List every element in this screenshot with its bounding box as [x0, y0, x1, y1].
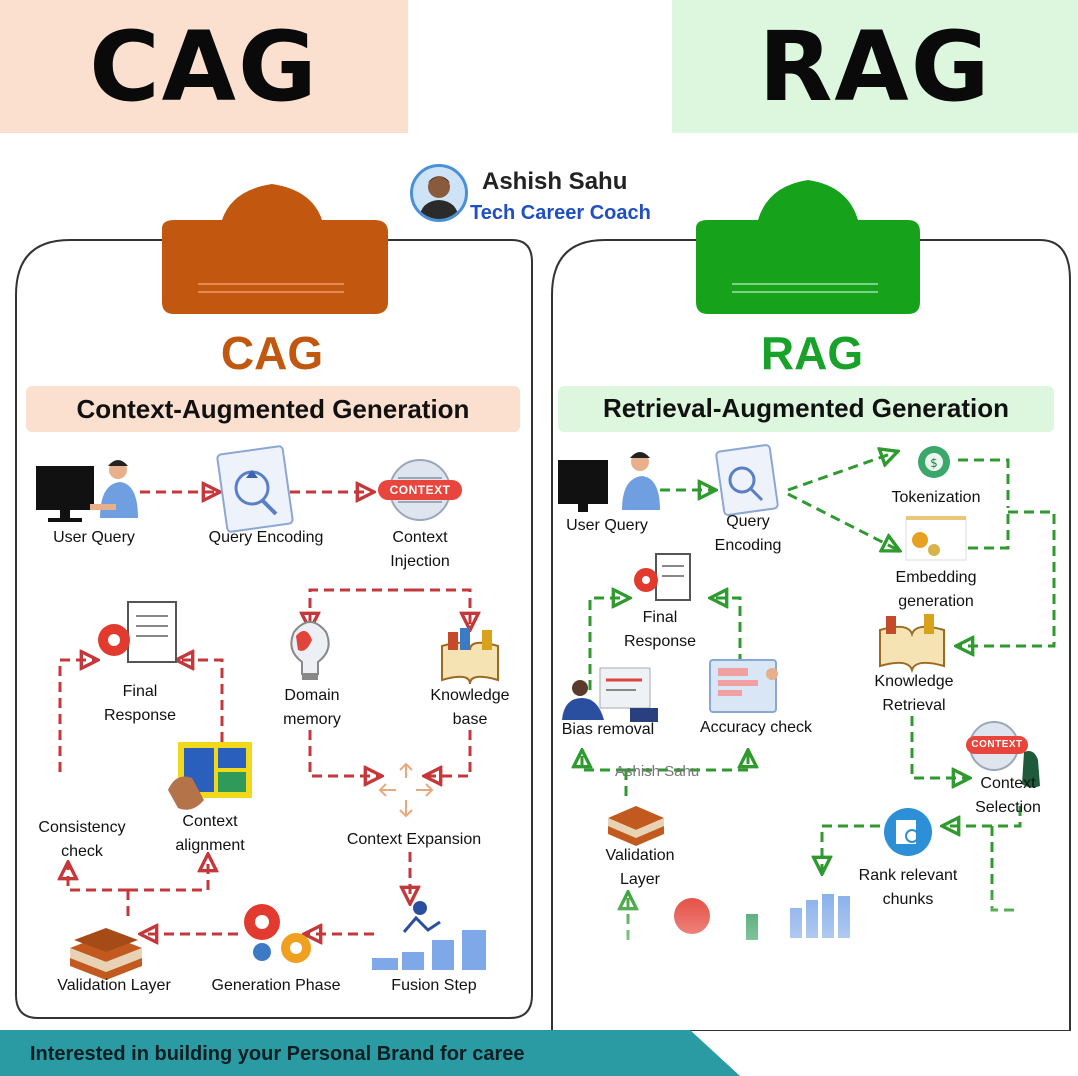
cag-header: CAG	[0, 0, 408, 133]
cag-label-knowledge-base: Knowledge base	[430, 687, 510, 728]
rag-label-context-selection: Context Selection	[975, 775, 1041, 816]
cag-label-fusion-step: Fusion Step	[391, 977, 477, 994]
rag-label-final-response: Final Response	[623, 609, 697, 650]
rag-context-badge: CONTEXT	[966, 736, 1028, 754]
cag-label-context-alignment: Context alignment	[175, 813, 245, 854]
cag-domain-memory-icon	[290, 621, 330, 680]
cag-label-query-encoding: Query Encoding	[208, 529, 324, 546]
cag-clipboard-outline	[15, 239, 533, 1019]
rag-label-accuracy-check: Accuracy check	[699, 719, 813, 736]
rag-label-rank-relevant-chunks: Rank relevant chunks	[858, 867, 958, 908]
banner-text[interactable]: Interested in building your Personal Bra…	[30, 1043, 525, 1065]
cag-context-badge: CONTEXT	[378, 480, 462, 500]
rag-label-tokenization: Tokenization	[891, 489, 981, 506]
cag-context-expansion-icon	[378, 762, 434, 818]
cag-validation-layer-icon	[70, 928, 142, 980]
cag-label-context-expansion: Context Expansion	[346, 831, 482, 848]
rag-user-computer-icon	[558, 452, 660, 512]
cag-final-response-icon	[98, 601, 177, 663]
bottom-banner	[0, 1030, 740, 1076]
cag-subtitle: Context-Augmented Generation	[76, 394, 470, 424]
rag-label-bias-removal: Bias removal	[561, 721, 655, 738]
avatar	[410, 164, 468, 222]
rag-panel-title: RAG	[760, 327, 864, 379]
rag-bias-removal-icon	[562, 667, 658, 722]
cag-label-consistency-check: Consistency check	[38, 819, 126, 860]
cag-knowledge-base-icon	[441, 628, 499, 685]
watermark: Ashish Sahu	[615, 763, 700, 780]
cag-fusion-step-icon	[372, 901, 486, 970]
cag-label-final-response: Final Response	[103, 683, 177, 724]
rag-clip	[696, 180, 920, 314]
rag-tokenization-icon: $	[918, 446, 950, 478]
rag-subtitle: Retrieval-Augmented Generation	[603, 393, 1009, 423]
rag-validation-layer-icon	[608, 806, 664, 846]
cag-label-user-query: User Query	[53, 529, 135, 546]
cag-panel-title: CAG	[220, 327, 324, 379]
cag-user-computer-icon	[36, 460, 138, 522]
author-name: Ashish Sahu	[482, 168, 628, 195]
rag-final-response-icon	[634, 553, 691, 601]
cag-label-domain-memory: Domain memory	[283, 687, 341, 728]
rag-rank-relevant-chunks-icon	[884, 808, 932, 856]
rag-knowledge-retrieval-icon	[879, 614, 945, 674]
author-block: Ashish Sahu Tech Career Coach	[408, 160, 678, 230]
cag-context-alignment-icon	[168, 742, 252, 810]
rag-label-user-query: User Query	[566, 517, 648, 534]
author-role: Tech Career Coach	[470, 202, 651, 224]
cag-query-encoding-icon	[216, 445, 294, 533]
cag-clip	[162, 184, 388, 314]
cag-label-context-injection: Context Injection	[390, 529, 450, 570]
rag-label-validation-layer: Validation Layer	[605, 847, 675, 888]
cag-generation-phase-icon	[244, 904, 311, 963]
rag-label-knowledge-retrieval: Knowledge Retrieval	[874, 673, 954, 714]
rag-query-encoding-icon	[715, 444, 779, 516]
rag-header: RAG	[672, 0, 1078, 133]
cag-label-validation-layer: Validation Layer	[57, 977, 171, 994]
rag-label-query-encoding: Query Encoding	[714, 513, 782, 554]
rag-bottom-fade	[553, 880, 1069, 1030]
rag-embedding-generation-icon	[905, 516, 967, 561]
rag-accuracy-check-icon	[709, 659, 778, 713]
cag-label-generation-phase: Generation Phase	[211, 977, 341, 994]
svg-text:$: $	[930, 456, 938, 470]
rag-label-embedding-generation: Embedding generation	[895, 569, 977, 610]
